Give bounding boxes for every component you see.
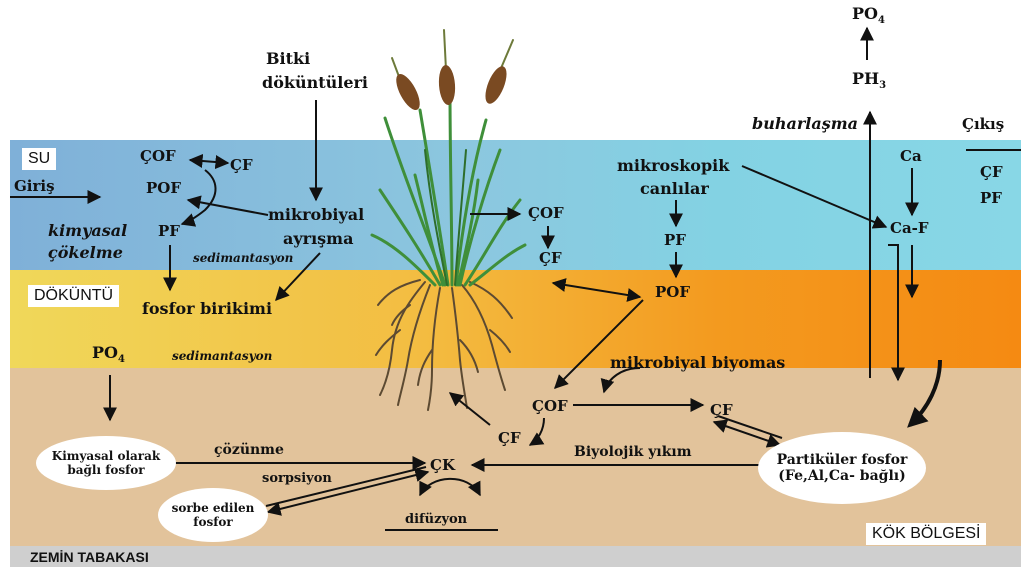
phosphorus-accumulation-label: fosfor birikimi [142,300,272,318]
pof-litter-label: POF [655,284,690,301]
outflow-label: Çıkış [962,116,1004,133]
soil-cf-left-label: ÇF [498,430,521,447]
microscopic-label-2: canlılar [640,180,709,198]
sedimentation-label-2: sedimantasyon [172,350,272,363]
dissolution-label: çözünme [214,443,284,458]
microbial-biomass-label: mikrobiyal biyomas [610,354,785,372]
inflow-label: Giriş [14,178,55,195]
po4-top-label: PO4 [852,5,885,26]
plant-litter-label-2: döküntüleri [262,74,368,92]
pf-water-label: PF [158,223,180,240]
chemical-precip-label-2: çökelme [48,244,123,262]
bio-breakdown-label: Biyolojik yıkım [574,445,692,460]
zone-label-root: KÖK BÖLGESİ [866,523,986,545]
particulate-phosphorus-node: Partiküler fosfor(Fe,Al,Ca- bağlı) [758,432,926,504]
soil-cf-right-label: ÇF [710,402,733,419]
microbial-decomp-label-2: ayrışma [283,230,353,248]
outflow-pf-label: PF [980,190,1002,207]
cattail-plant-icon [372,30,525,285]
plant-cf-label: ÇF [539,250,562,267]
soil-cof-label: ÇOF [532,398,568,415]
cf-water-label: ÇF [230,157,253,174]
micro-pf-label: PF [664,232,686,249]
cof-water-label: ÇOF [140,148,176,165]
evaporation-label: buharlaşma [752,115,858,133]
ph3-label: PH3 [852,70,886,91]
pof-water-label: POF [146,180,181,197]
ck-label: ÇK [430,457,455,474]
zone-label-litter: DÖKÜNTÜ [28,285,119,307]
po4-litter-label: PO4 [92,344,125,365]
plant-litter-label-1: Bitki [266,50,310,68]
microscopic-label-1: mikroskopik [617,157,729,175]
sorption-label: sorpsiyon [262,472,332,486]
zone-label-water: SU [22,148,56,170]
root-system-icon [376,280,512,410]
plant-cof-label: ÇOF [528,205,564,222]
diffusion-label: difüzyon [405,513,467,527]
outflow-cf-label: ÇF [980,164,1003,181]
sedimentation-label-1: sedimantasyon [193,252,293,265]
microbial-decomp-label-1: mikrobiyal [268,206,364,224]
caf-label: Ca-F [890,220,929,237]
zone-label-bedrock: ZEMİN TABAKASI [30,550,149,565]
chemical-precip-label-1: kimyasal [48,222,127,240]
ca-label: Ca [900,148,922,165]
